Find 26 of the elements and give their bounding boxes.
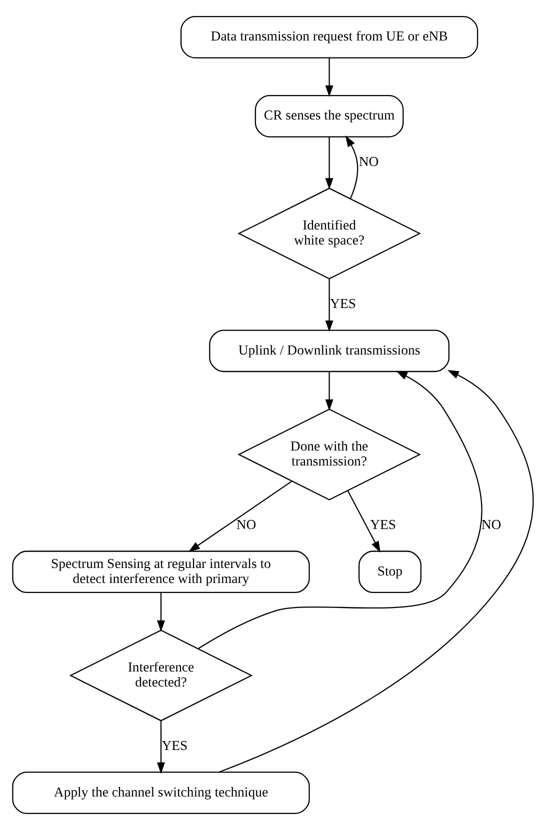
node-diamond: Done with the transmission? (238, 408, 422, 500)
arrow (198, 370, 482, 648)
arrow (325, 371, 334, 410)
edge-label: NO (358, 154, 379, 169)
arrow (188, 480, 292, 552)
arrow (156, 720, 165, 774)
arrow (218, 370, 534, 772)
edge-label: YES (162, 737, 188, 752)
node-box: Uplink / Downlink transmissions (209, 329, 450, 372)
edge-label: YES (330, 296, 356, 311)
arrow (345, 134, 358, 198)
node-box: Data transmission request from UE or eNB (180, 16, 478, 58)
node-box: Spectrum Sensing at regular intervals to detect interference with primary (12, 550, 310, 593)
node-box: CR senses the spectrum (254, 94, 404, 137)
node-box: Stop (358, 550, 422, 593)
arrow (347, 490, 380, 552)
edge-label: NO (481, 516, 502, 532)
arrow (325, 278, 334, 332)
edge-label: YES (370, 516, 396, 532)
node-diamond: Identified white space? (238, 187, 422, 279)
arrow (325, 136, 334, 190)
arrow (156, 592, 165, 632)
node-diamond: Interference detected? (69, 629, 253, 721)
node-box: Apply the channel switching technique (12, 771, 310, 814)
edge-label: NO (236, 516, 256, 532)
arrow (325, 58, 334, 96)
